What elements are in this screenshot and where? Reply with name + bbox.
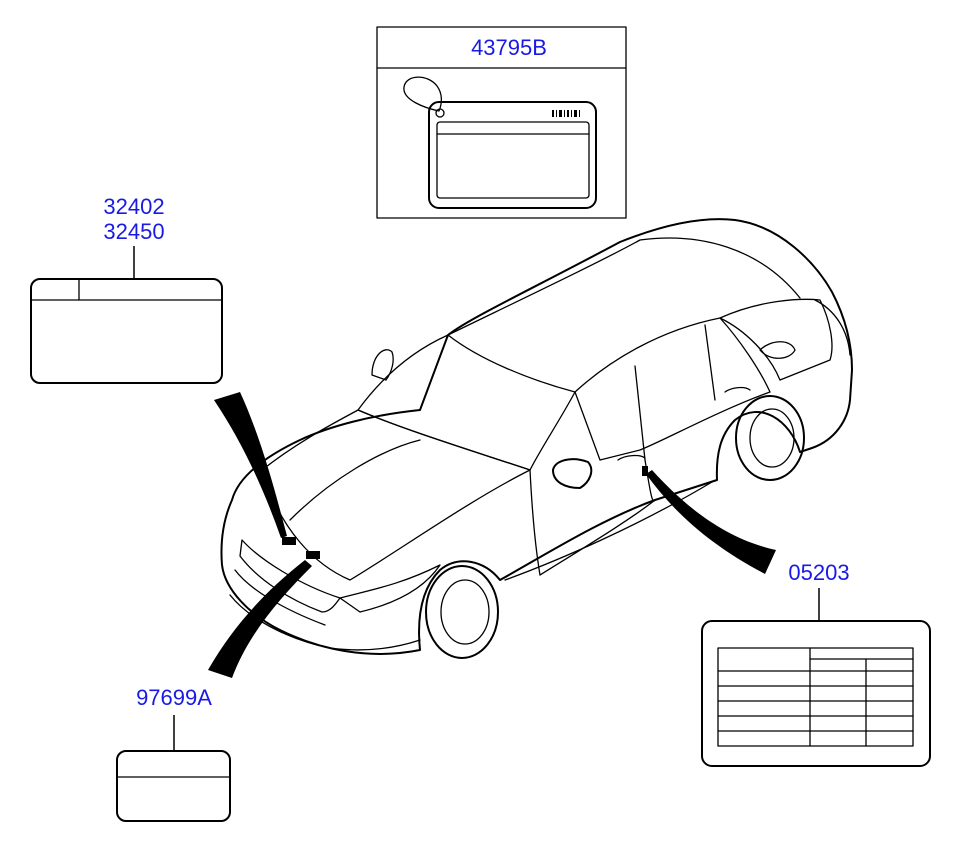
- emission-label-marker: [282, 537, 296, 545]
- hang-tag-illustration: [403, 76, 597, 209]
- part-number-05203[interactable]: 05203: [788, 560, 849, 585]
- part-number-43795B[interactable]: 43795B: [471, 35, 547, 60]
- emission-label-illustration: [30, 278, 223, 384]
- tire-label-callout: 05203: [646, 470, 931, 767]
- tire-label-illustration: [701, 620, 931, 767]
- part-number-97699A[interactable]: 97699A: [136, 685, 212, 710]
- pointer-arrow: [214, 392, 287, 538]
- hang-tag-callout: 43795B: [376, 26, 627, 219]
- hood-label-illustration: [116, 750, 231, 822]
- car-illustration: [220, 218, 853, 659]
- pointer-arrow: [646, 470, 776, 574]
- part-number-32402[interactable]: 32402: [103, 194, 164, 219]
- part-number-32450[interactable]: 32450: [103, 219, 164, 244]
- hood-label-callout: 97699A: [116, 560, 312, 822]
- emission-label-callout: 32402 32450: [30, 194, 287, 538]
- barcode-icon: [552, 110, 580, 117]
- front-wheel: [425, 565, 499, 659]
- hood-label-marker: [306, 551, 320, 559]
- rear-wheel: [735, 395, 805, 481]
- hang-tag-frame: [376, 26, 627, 219]
- tire-label-marker: [642, 466, 648, 476]
